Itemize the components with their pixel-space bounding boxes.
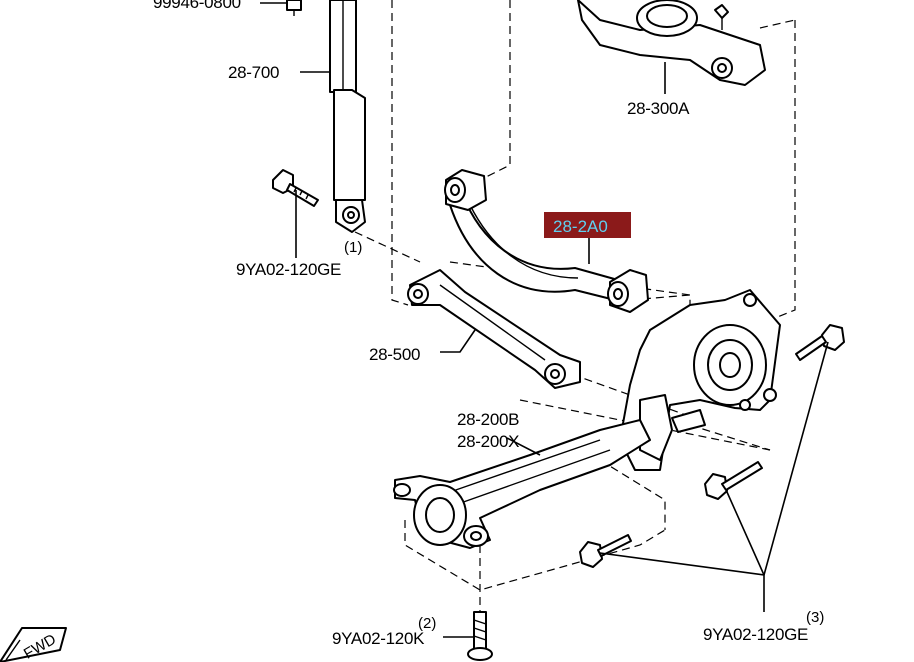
- leader-lines: [260, 2, 829, 638]
- highlighted-arm-28-2a0: [444, 169, 649, 313]
- bolt-top-icon: [286, 0, 302, 16]
- knuckle-assembly: [619, 289, 781, 471]
- label-bolt-right-code: 9YA02-120GE: [703, 625, 808, 644]
- bolt-right-middle-icon: [704, 461, 763, 500]
- highlight-box: [544, 212, 631, 238]
- fwd-arrow-icon: [0, 627, 67, 662]
- dashed-guide-lines: [354, 0, 796, 615]
- label-bolt-bottom-code: 9YA02-120K: [332, 629, 425, 648]
- shock-absorber: [329, 0, 366, 233]
- bolt-left-icon: [272, 169, 319, 207]
- lower-arm-28-500: [407, 269, 581, 389]
- label-trailing-b: 28-200B: [457, 410, 519, 429]
- trailing-link: [393, 419, 651, 549]
- label-bolt-left-num: (1): [344, 239, 362, 256]
- upper-arm-rear: [577, 0, 766, 86]
- label-shock: 28-700: [228, 63, 279, 82]
- bolt-bottom-icon: [467, 611, 493, 661]
- label-upper-arm-rear: 28-300A: [627, 99, 690, 118]
- label-bolt-top: 99946-0800: [153, 0, 241, 12]
- bolt-right-lower-icon: [579, 534, 632, 568]
- bolt-right-upper-icon: [795, 324, 845, 361]
- label-lower-arm: 28-500: [369, 345, 420, 364]
- label-highlight-part[interactable]: 28-2A0: [553, 217, 608, 236]
- label-bolt-left-code: 9YA02-120GE: [236, 260, 341, 279]
- label-trailing-x: 28-200X: [457, 432, 519, 451]
- label-bolt-bottom-num: (2): [418, 615, 436, 632]
- label-bolt-right-num: (3): [806, 609, 824, 626]
